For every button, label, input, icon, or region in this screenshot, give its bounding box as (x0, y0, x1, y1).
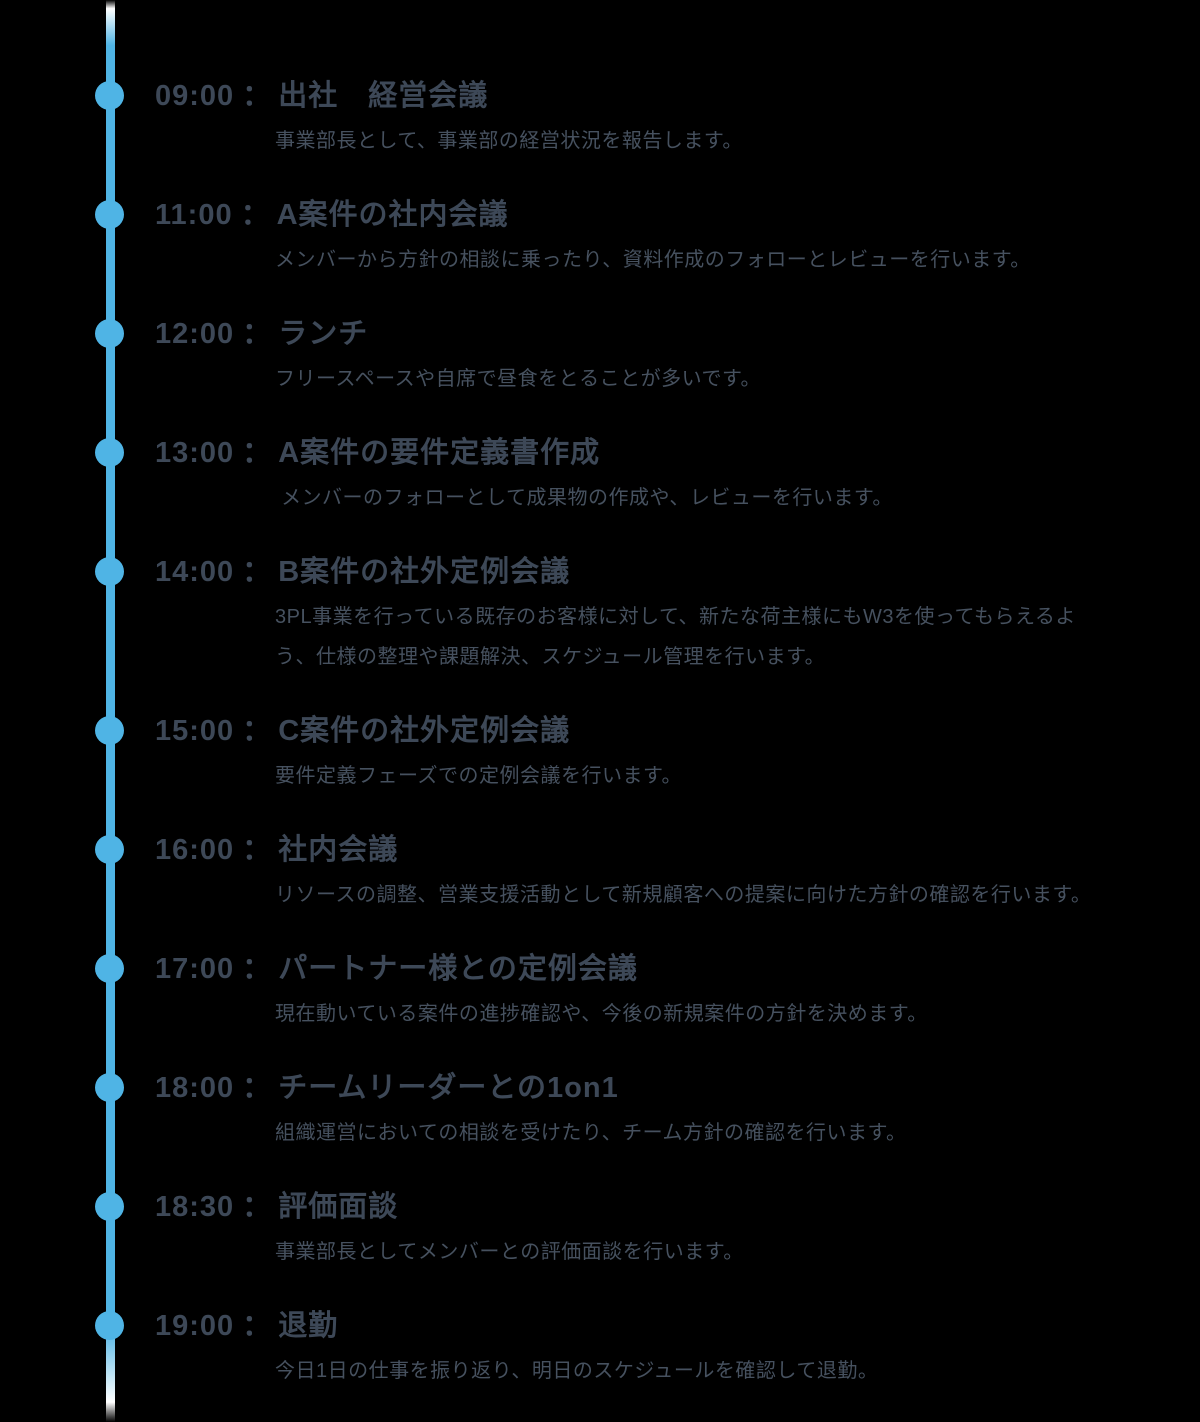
timeline-dot-icon (95, 200, 124, 229)
entry-description: 3PL事業を行っている既存のお客様に対して、新たな荷主様にもW3を使ってもらえる… (275, 606, 1076, 668)
timeline-entry: 16:00：社内会議 リソースの調整、営業支援活動として新規顧客への提案に向けた… (95, 832, 1160, 915)
timeline-dot-icon (95, 835, 124, 864)
entry-description: 要件定義フェーズでの定例会議を行います。 (275, 765, 682, 787)
timeline-dot-icon (95, 319, 124, 348)
timeline-dot-icon (95, 1311, 124, 1340)
timeline-entry: 09:00：出社 経営会議 事業部長として、事業部の経営状況を報告します。 (95, 78, 1160, 161)
entry-separator: ： (242, 80, 273, 112)
entry-time: 16:00 (155, 834, 235, 866)
entry-title: 09:00：出社 経営会議 (155, 78, 1160, 114)
entry-title: 11:00：A案件の社内会議 (155, 197, 1160, 233)
entry-title-text: パートナー様との定例会議 (278, 953, 638, 985)
entry-title: 16:00：社内会議 (155, 832, 1160, 868)
entry-time: 19:00 (155, 1310, 235, 1342)
entry-separator: ： (242, 556, 273, 588)
timeline-dot-icon (95, 954, 124, 983)
entry-title-text: 社内会議 (278, 834, 399, 866)
entry-time: 14:00 (155, 556, 235, 588)
entry-time: 09:00 (155, 80, 235, 112)
timeline-entry: 14:00：B案件の社外定例会議 3PL事業を行っている既存のお客様に対して、新… (95, 554, 1160, 677)
entry-time: 12:00 (155, 318, 235, 350)
timeline-dot-icon (95, 1073, 124, 1102)
timeline-dot-icon (95, 1192, 124, 1221)
entry-title-text: B案件の社外定例会議 (278, 556, 571, 588)
timeline-entry: 17:00：パートナー様との定例会議 現在動いている案件の進捗確認や、今後の新規… (95, 951, 1160, 1034)
entry-separator: ： (240, 199, 271, 231)
entry-separator: ： (242, 953, 273, 985)
entry-description: メンバーから方針の相談に乗ったり、資料作成のフォローとレビューを行います。 (275, 249, 1031, 271)
entry-title: 15:00：C案件の社外定例会議 (155, 713, 1160, 749)
entry-title: 13:00：A案件の要件定義書作成 (155, 435, 1160, 471)
entry-description: 組織運営においての相談を受けたり、チーム方針の確認を行います。 (275, 1122, 907, 1144)
entry-title: 17:00：パートナー様との定例会議 (155, 951, 1160, 987)
timeline-dot-icon (95, 716, 124, 745)
entry-separator: ： (242, 1191, 273, 1223)
entry-time: 15:00 (155, 715, 235, 747)
entry-title: 18:30：評価面談 (155, 1189, 1160, 1225)
entry-time: 18:30 (155, 1191, 235, 1223)
entry-title: 14:00：B案件の社外定例会議 (155, 554, 1160, 590)
entry-time: 18:00 (155, 1072, 235, 1104)
entry-title-text: A案件の要件定義書作成 (278, 437, 601, 469)
entry-description: 事業部長としてメンバーとの評価面談を行います。 (275, 1241, 744, 1263)
entry-description: リソースの調整、営業支援活動として新規顧客への提案に向けた方針の確認を行います。 (275, 884, 1092, 906)
entry-time: 17:00 (155, 953, 235, 985)
timeline-entries: 09:00：出社 経営会議 事業部長として、事業部の経営状況を報告します。 11… (95, 78, 1160, 1391)
entry-description: 事業部長として、事業部の経営状況を報告します。 (275, 130, 743, 152)
entry-description: 現在動いている案件の進捗確認や、今後の新規案件の方針を決めます。 (275, 1003, 928, 1025)
entry-separator: ： (242, 834, 273, 866)
entry-title-text: ランチ (278, 318, 369, 350)
entry-separator: ： (242, 715, 273, 747)
entry-description: メンバーのフォローとして成果物の作成や、レビューを行います。 (275, 487, 893, 509)
entry-separator: ： (242, 318, 273, 350)
entry-title-text: A案件の社内会議 (276, 199, 509, 231)
entry-title-text: 評価面談 (278, 1191, 399, 1223)
timeline-dot-icon (95, 557, 124, 586)
entry-time: 11:00 (155, 199, 233, 231)
entry-description: フリースペースや自席で昼食をとることが多いです。 (275, 368, 761, 390)
entry-title-text: C案件の社外定例会議 (278, 715, 571, 747)
entry-description: 今日1日の仕事を振り返り、明日のスケジュールを確認して退勤。 (275, 1360, 879, 1382)
timeline-entry: 18:00：チームリーダーとの1on1 組織運営においての相談を受けたり、チーム… (95, 1070, 1160, 1153)
timeline-entry: 15:00：C案件の社外定例会議 要件定義フェーズでの定例会議を行います。 (95, 713, 1160, 796)
entry-separator: ： (242, 437, 273, 469)
entry-title-text: 退勤 (278, 1310, 339, 1342)
timeline-entry: 13:00：A案件の要件定義書作成 メンバーのフォローとして成果物の作成や、レビ… (95, 435, 1160, 518)
timeline-entry: 19:00：退勤 今日1日の仕事を振り返り、明日のスケジュールを確認して退勤。 (95, 1308, 1160, 1391)
timeline-dot-icon (95, 438, 124, 467)
timeline-line (106, 0, 115, 1422)
entry-title: 12:00：ランチ (155, 316, 1160, 352)
entry-time: 13:00 (155, 437, 235, 469)
timeline-entry: 11:00：A案件の社内会議 メンバーから方針の相談に乗ったり、資料作成のフォロ… (95, 197, 1160, 280)
entry-title: 19:00：退勤 (155, 1308, 1160, 1344)
entry-title: 18:00：チームリーダーとの1on1 (155, 1070, 1160, 1106)
entry-title-text: 出社 経営会議 (278, 80, 489, 112)
entry-title-text: チームリーダーとの1on1 (278, 1072, 619, 1104)
entry-separator: ： (242, 1072, 273, 1104)
timeline-dot-icon (95, 81, 124, 110)
timeline-entry: 18:30：評価面談 事業部長としてメンバーとの評価面談を行います。 (95, 1189, 1160, 1272)
entry-separator: ： (242, 1310, 273, 1342)
timeline-entry: 12:00：ランチ フリースペースや自席で昼食をとることが多いです。 (95, 316, 1160, 399)
